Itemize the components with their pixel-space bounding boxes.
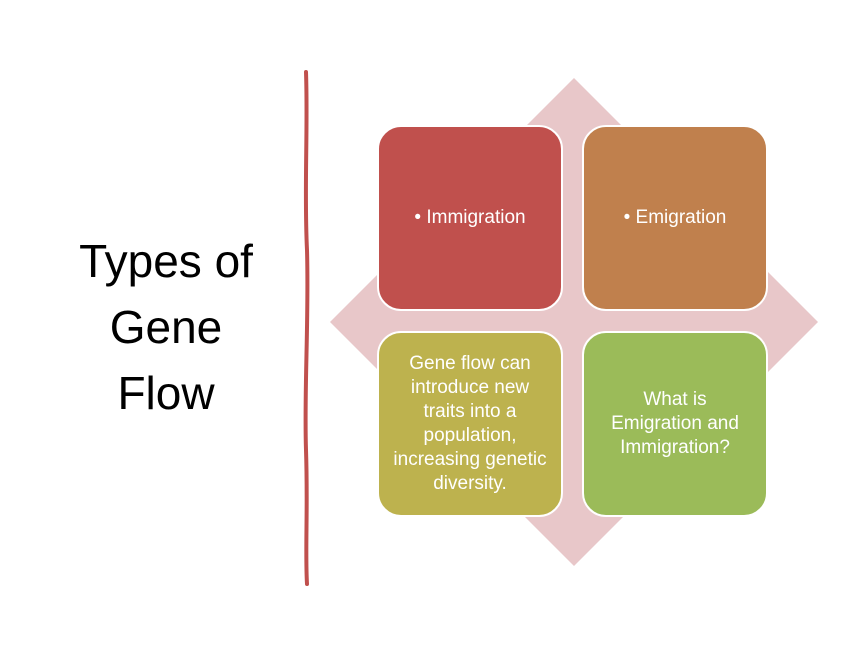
slide-title-line-2: Gene [109, 301, 223, 353]
slide-title-line-1: Types of [79, 235, 253, 287]
tile-emigration: • Emigration [582, 125, 768, 311]
tile-emigration-text: • Emigration [623, 207, 727, 228]
tile-gene-flow-description: Gene flow can introduce new traits into … [377, 331, 563, 517]
tile-question-text: What is Emigration and Immigration? [611, 389, 739, 458]
tile-gene-flow-text: Gene flow can introduce new traits into … [393, 353, 547, 494]
divider-line [303, 70, 310, 586]
slide-title: Types of Gene Flow [40, 228, 292, 426]
tile-question: What is Emigration and Immigration? [582, 331, 768, 517]
tile-immigration: • Immigration [377, 125, 563, 311]
tile-immigration-text: • Immigration [414, 207, 526, 228]
slide-title-line-3: Flow [117, 367, 215, 419]
